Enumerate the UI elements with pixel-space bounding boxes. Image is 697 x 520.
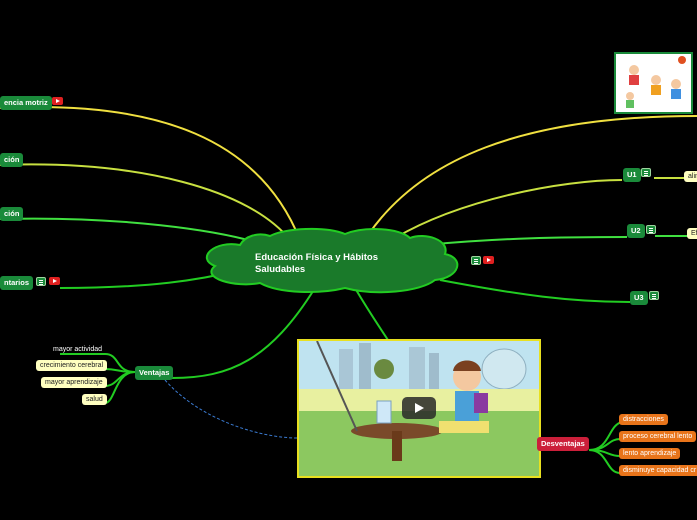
topic-node-motriz[interactable]: encia motriz [0, 96, 52, 110]
kids-illustration [626, 56, 686, 108]
list-icon[interactable] [471, 256, 481, 265]
kids-sports-image[interactable] [614, 52, 693, 114]
list-icon[interactable] [646, 225, 656, 234]
list-icon[interactable] [36, 277, 46, 286]
central-cloud [206, 227, 459, 294]
topic-node-2[interactable]: ción [0, 153, 24, 167]
desventajas-item[interactable]: disminuye capacidad cr [619, 465, 697, 476]
ventajas-item[interactable]: crecimiento cerebral [36, 360, 108, 371]
youtube-icon[interactable] [49, 277, 60, 285]
desventajas-item[interactable]: distracciones [619, 414, 668, 425]
youtube-icon[interactable] [52, 97, 63, 105]
ventajas-node[interactable]: Ventajas [135, 366, 174, 380]
topic-node-u2[interactable]: U2 [627, 224, 645, 238]
desventajas-item[interactable]: lento aprendizaje [619, 448, 681, 459]
youtube-icon[interactable] [483, 256, 494, 264]
desventajas-node[interactable]: Desventajas [537, 437, 589, 451]
list-icon[interactable] [641, 168, 651, 177]
play-icon[interactable] [402, 397, 436, 419]
ventajas-item[interactable]: salud [82, 394, 107, 405]
central-topic-title[interactable]: Educación Física y Hábitos Saludables [255, 252, 379, 275]
topic-node-3[interactable]: ción [0, 207, 24, 221]
u1-child-node[interactable]: alim [684, 171, 697, 182]
desventajas-item[interactable]: proceso cerebral lento [619, 431, 697, 442]
ventajas-item[interactable]: mayor aprendizaje [41, 377, 107, 388]
ventajas-item[interactable]: mayor actividad [53, 346, 103, 353]
list-icon[interactable] [649, 291, 659, 300]
u2-child-node[interactable]: Ef [687, 228, 697, 239]
topic-node-u1[interactable]: U1 [623, 168, 641, 182]
topic-node-u3[interactable]: U3 [630, 291, 648, 305]
topic-node-4[interactable]: ntarios [0, 276, 34, 290]
